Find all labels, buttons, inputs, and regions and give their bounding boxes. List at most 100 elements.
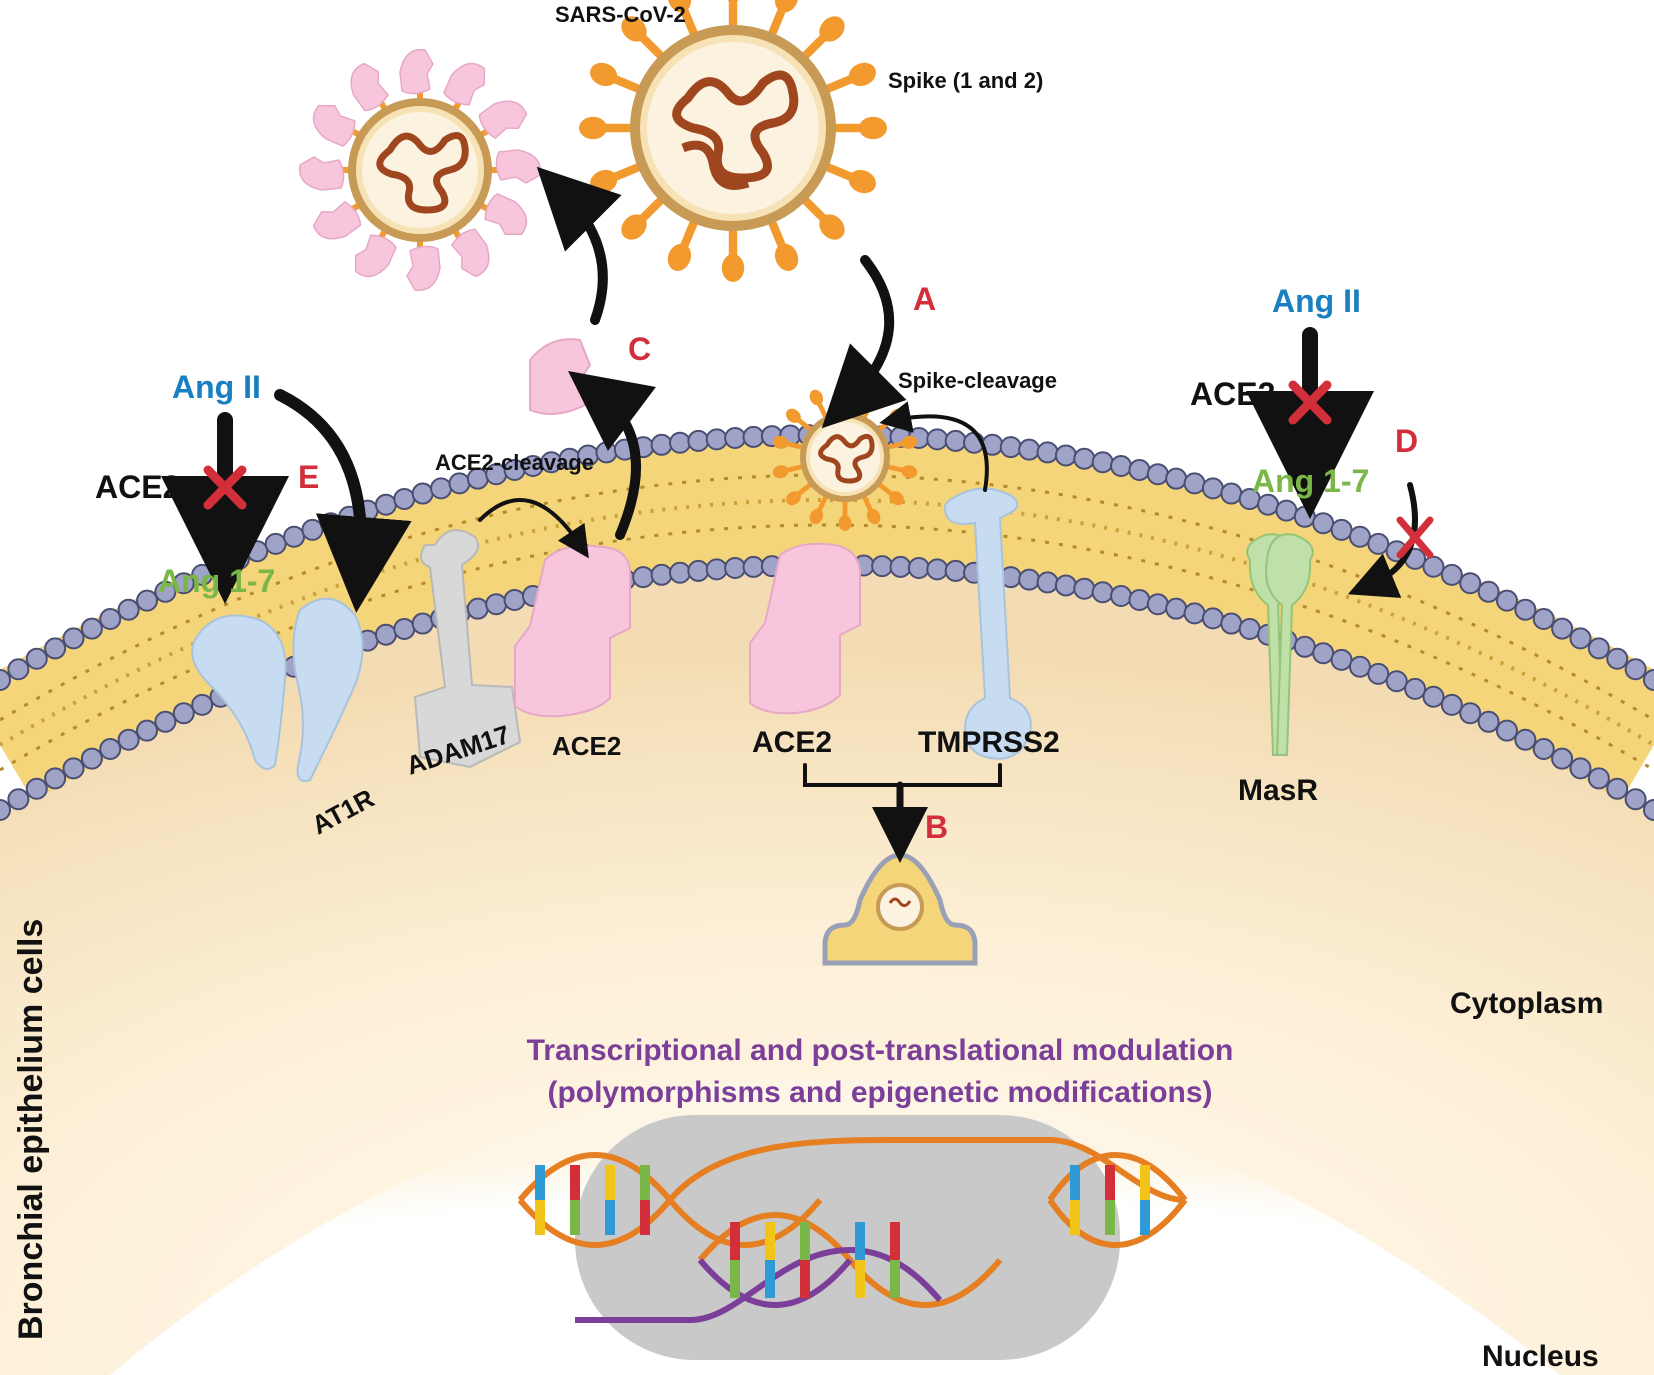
phospholipid-head bbox=[1477, 580, 1500, 603]
phospholipid-head bbox=[742, 425, 765, 448]
phospholipid-head bbox=[25, 777, 48, 800]
phospholipid-head bbox=[944, 559, 967, 582]
phospholipid-head bbox=[1091, 581, 1114, 604]
phospholipid-head bbox=[1624, 788, 1647, 811]
phospholipid-head bbox=[1293, 505, 1316, 528]
bound-ace2-spike bbox=[312, 104, 363, 147]
base-pair bbox=[855, 1222, 865, 1260]
phospholipid-head bbox=[1587, 767, 1610, 790]
phospholipid-head bbox=[136, 589, 159, 612]
modulation-line-1: Transcriptional and post-translational m… bbox=[527, 1034, 1234, 1067]
right-ang2-label: Ang II bbox=[1272, 283, 1361, 319]
base-pair bbox=[890, 1260, 900, 1298]
phospholipid-head bbox=[1293, 635, 1316, 658]
base-pair bbox=[535, 1165, 545, 1200]
spike-protein bbox=[667, 216, 700, 271]
at1r-receptor bbox=[191, 597, 364, 782]
step-b-label: B bbox=[925, 809, 948, 845]
spike-protein bbox=[785, 481, 814, 506]
phospholipid-head bbox=[44, 767, 67, 790]
inhibition-x-d bbox=[1396, 516, 1434, 559]
phospholipid-head bbox=[1128, 588, 1151, 611]
phospholipid-head bbox=[1073, 577, 1096, 600]
phospholipid-head bbox=[1128, 458, 1151, 481]
phospholipid-head bbox=[705, 558, 728, 581]
phospholipid-head bbox=[99, 738, 122, 761]
phospholipid-head bbox=[1624, 658, 1647, 681]
phospholipid-head bbox=[319, 512, 342, 535]
phospholipid-head bbox=[44, 637, 67, 660]
ace2-receptor-shedding bbox=[514, 544, 631, 718]
phospholipid-head bbox=[246, 540, 269, 563]
phospholipid-head bbox=[0, 799, 11, 821]
base-pair bbox=[730, 1260, 740, 1298]
phospholipid-head bbox=[926, 428, 949, 451]
phospholipid-head bbox=[999, 436, 1022, 459]
bound-ace2-spike bbox=[399, 48, 434, 102]
inhibition-x-left bbox=[203, 465, 247, 510]
phospholipid-head bbox=[485, 593, 508, 616]
phospholipid-head bbox=[393, 488, 416, 511]
bound-ace2-spike bbox=[406, 238, 441, 292]
base-pair bbox=[570, 1200, 580, 1235]
bound-ace2-spike bbox=[477, 193, 528, 236]
phospholipid-head bbox=[1643, 669, 1654, 691]
phospholipid-head bbox=[1367, 662, 1390, 685]
phospholipid-head bbox=[1440, 563, 1463, 586]
phospholipid-head bbox=[1422, 685, 1445, 708]
base-pair bbox=[800, 1222, 810, 1260]
right-ace2-label: ACE2 bbox=[1190, 376, 1275, 412]
phospholipid-head bbox=[1459, 572, 1482, 595]
left-ang17-label: Ang 1-7 bbox=[158, 563, 275, 599]
base-pair bbox=[1070, 1200, 1080, 1235]
phospholipid-head bbox=[1385, 670, 1408, 693]
right-ang17-label: Ang 1-7 bbox=[1252, 463, 1369, 499]
phospholipid-head bbox=[1569, 627, 1592, 650]
spike-protein bbox=[831, 116, 887, 140]
phospholipid-head bbox=[172, 702, 195, 725]
side-cell-label: Bronchial epithelium cells bbox=[12, 919, 50, 1340]
phospholipid-head bbox=[705, 428, 728, 451]
ace2-shed-label: ACE2 bbox=[552, 731, 621, 761]
spike-protein bbox=[799, 16, 845, 62]
base-pair bbox=[890, 1222, 900, 1260]
spike-protein bbox=[772, 464, 805, 479]
phospholipid-head bbox=[1532, 608, 1555, 631]
arrow-ace2-cleavage bbox=[478, 498, 589, 559]
masr-receptor bbox=[1246, 533, 1314, 756]
base-pair bbox=[1105, 1165, 1115, 1200]
adam17-protease bbox=[413, 529, 522, 769]
phospholipid-head bbox=[668, 561, 691, 584]
phospholipid-head bbox=[117, 598, 140, 621]
phospholipid-head bbox=[283, 525, 306, 548]
phospholipid-head bbox=[1054, 574, 1077, 597]
base-pair bbox=[605, 1165, 615, 1200]
phospholipid-head bbox=[7, 788, 30, 811]
phospholipid-head bbox=[1606, 647, 1629, 670]
phospholipid-head bbox=[1643, 799, 1654, 821]
left-ang2-label: Ang II bbox=[172, 369, 261, 405]
phospholipid-head bbox=[1220, 482, 1243, 505]
phospholipid-head bbox=[1312, 642, 1335, 665]
phospholipid-head bbox=[1440, 693, 1463, 716]
phospholipid-head bbox=[1073, 447, 1096, 470]
phospholipid-head bbox=[1146, 593, 1169, 616]
bound-ace2-spike bbox=[488, 149, 542, 184]
step-e-label: E bbox=[298, 459, 319, 495]
arrow-c-lower bbox=[568, 370, 657, 540]
phospholipid-head bbox=[503, 588, 526, 611]
phospholipid-head bbox=[301, 518, 324, 541]
phospholipid-head bbox=[1495, 719, 1518, 742]
base-pair bbox=[640, 1200, 650, 1235]
phospholipid-head bbox=[62, 627, 85, 650]
base-pair bbox=[535, 1200, 545, 1235]
spike-cleavage-label: Spike-cleavage bbox=[898, 368, 1057, 393]
phospholipid-head bbox=[1459, 702, 1482, 725]
bound-ace2-spike bbox=[350, 62, 390, 113]
phospholipid-head bbox=[1018, 438, 1041, 461]
nucleus-label: Nucleus bbox=[1482, 1340, 1599, 1373]
ace2-entry-label: ACE2 bbox=[752, 726, 832, 759]
spike-protein bbox=[821, 62, 876, 95]
